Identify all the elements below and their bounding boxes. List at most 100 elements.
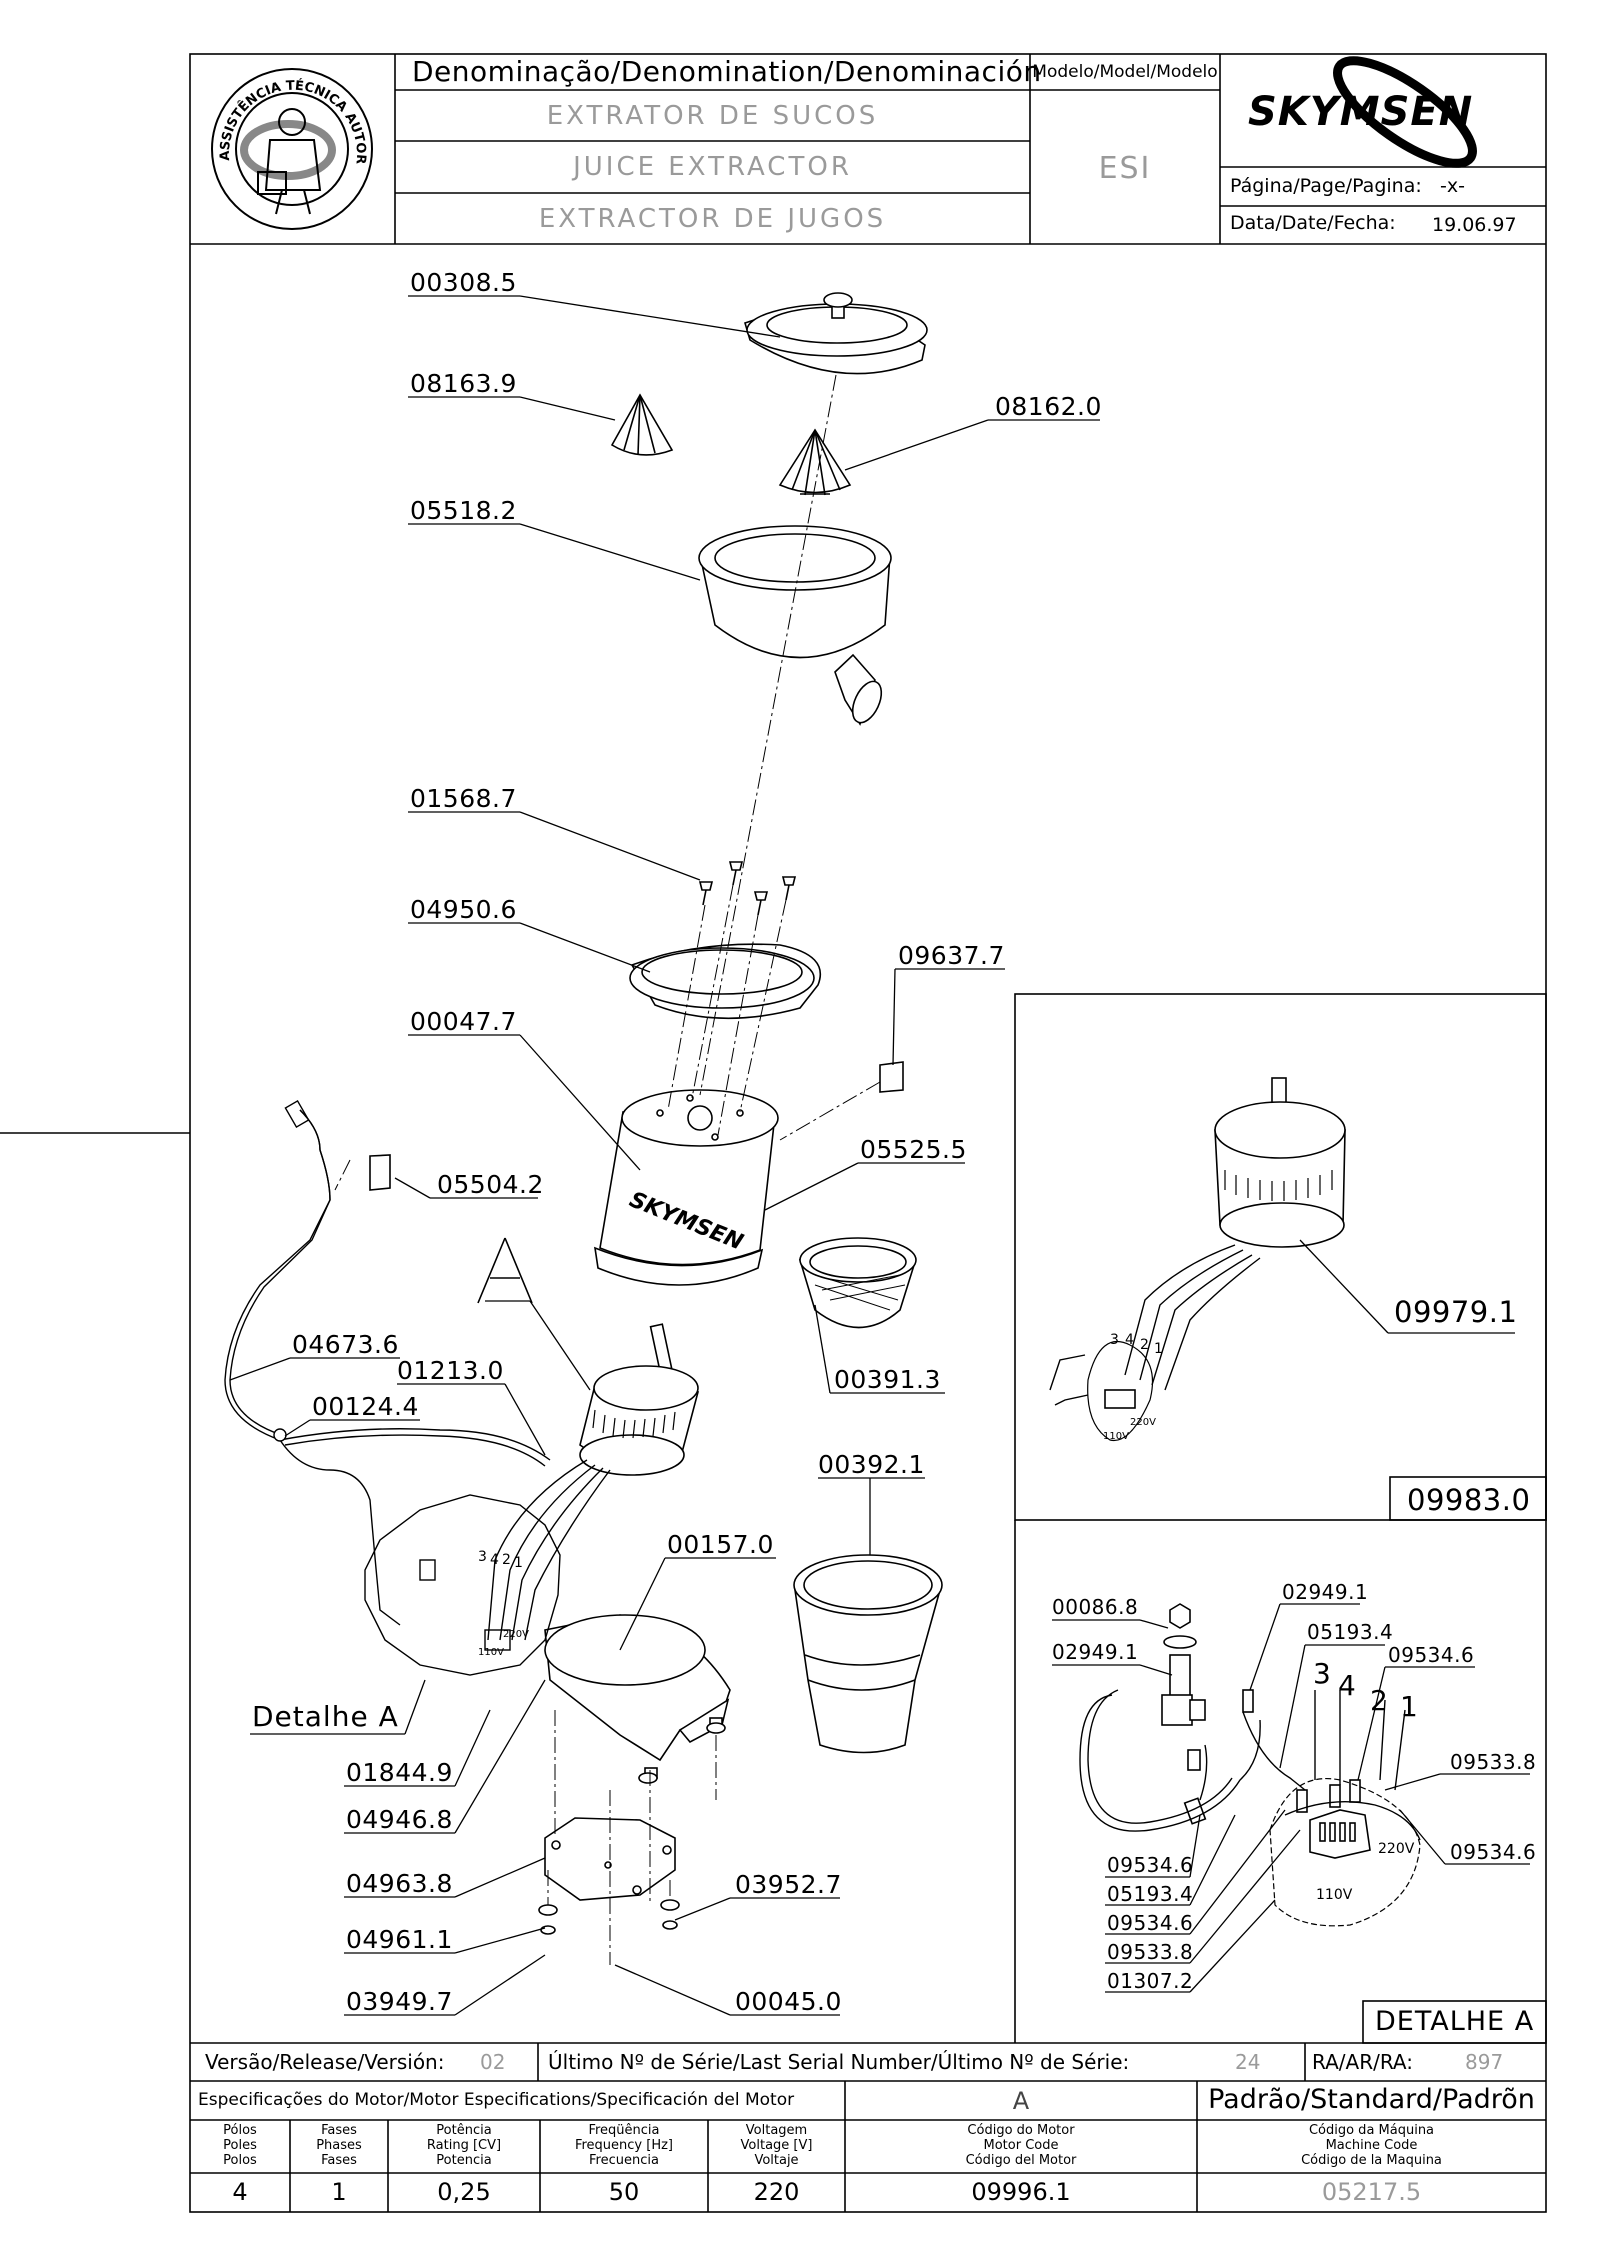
page-label: Página/Page/Pagina:	[1230, 175, 1422, 197]
part-label: 09637.7	[898, 941, 1005, 970]
detail-part-label: 05193.4	[1107, 1882, 1194, 1906]
detail-a-label: Detalhe A	[252, 1700, 399, 1733]
voltage-110-right: 110V	[1103, 1431, 1129, 1442]
part-label: 05525.5	[860, 1135, 967, 1164]
name-spanish: EXTRACTOR DE JUGOS	[538, 204, 887, 234]
part-label: 01213.0	[397, 1356, 504, 1385]
screws-drawing	[698, 861, 797, 916]
wire-number: 1	[1400, 1690, 1418, 1723]
wire-number: 4	[490, 1552, 499, 1568]
part-label: 03952.7	[735, 1870, 842, 1899]
spec-caption-voltage: Voltagem Voltage [V] Voltaje	[740, 2123, 813, 2168]
voltage-220-left: 220V	[503, 1629, 529, 1640]
detail-a-callout: A	[478, 1236, 531, 1314]
wire-number: 2	[502, 1552, 511, 1568]
spec-caption-poles: Pólos Poles Polos	[223, 2123, 257, 2168]
detail-part-label: 00086.8	[1052, 1595, 1139, 1619]
part-label: 03949.7	[346, 1987, 453, 2016]
detail-part-label: 02949.1	[1052, 1640, 1139, 1664]
wire-number: 3	[1313, 1657, 1331, 1690]
detail-motor-drawing	[1087, 1077, 1346, 1442]
brand-logo: SKYMSEN	[1248, 89, 1474, 135]
voltage-110-left: 110V	[478, 1647, 504, 1658]
motor-spec-label: Especificações do Motor/Motor Especifica…	[198, 2090, 795, 2110]
part-label: 00124.4	[312, 1392, 419, 1421]
name-english: JUICE EXTRACTOR	[573, 152, 852, 182]
spec-caption-machine-code: Código da Máquina Machine Code Código de…	[1301, 2123, 1442, 2168]
spec-caption-frequency: Freqüência Frequency [Hz] Frecuencia	[574, 2123, 674, 2168]
detail-a-circle	[364, 1494, 561, 1676]
model-value: ESI	[1098, 151, 1152, 186]
voltage-220-detail: 220V	[1378, 1841, 1415, 1857]
spec-value-poles: 4	[232, 2178, 248, 2206]
part-label: 08162.0	[995, 392, 1102, 421]
wire-number: 1	[514, 1555, 523, 1571]
part-label: 05504.2	[437, 1170, 544, 1199]
wire-number: 1	[1154, 1341, 1163, 1357]
part-label: 01844.9	[346, 1758, 453, 1787]
denomination-label: Denominação/Denomination/Denominación	[412, 55, 1042, 88]
spec-value-motor-code: 09996.1	[971, 2178, 1071, 2206]
standard-label: Padrão/Standard/Padrõn	[1208, 2084, 1535, 2115]
part-label: 05518.2	[410, 496, 517, 525]
skymsen-logo-ring	[1333, 56, 1477, 168]
part-label: 04963.8	[346, 1869, 453, 1898]
detail-part-label: 09534.6	[1107, 1853, 1194, 1877]
detail-part-label: 09534.6	[1107, 1911, 1194, 1935]
wire-number: 4	[1125, 1332, 1134, 1348]
date-label: Data/Date/Fecha:	[1230, 212, 1396, 234]
serial-value: 24	[1235, 2050, 1261, 2074]
detail-part-label: 02949.1	[1282, 1580, 1369, 1604]
spec-value-frequency: 50	[608, 2178, 640, 2206]
version-value: 02	[480, 2050, 506, 2074]
ra-label: RA/AR/RA:	[1312, 2050, 1413, 2074]
cord-label-drawing	[369, 1154, 391, 1191]
detail-part-label: 09534.6	[1450, 1840, 1537, 1864]
part-label: 04673.6	[292, 1330, 399, 1359]
part-label: 00308.5	[410, 268, 517, 297]
model-label: Modelo/Model/Modelo	[1032, 62, 1218, 82]
wire-number: 3	[478, 1549, 487, 1565]
spec-value-voltage: 220	[753, 2178, 800, 2206]
ring-plate-drawing	[629, 943, 822, 1020]
serial-label: Último Nº de Série/Last Serial Number/Úl…	[548, 2050, 1130, 2074]
part-label: 09983.0	[1407, 1483, 1531, 1517]
motor-drawing	[579, 1323, 700, 1476]
voltage-220-right: 220V	[1130, 1417, 1156, 1428]
sieve-basket-drawing	[798, 1237, 917, 1329]
housing-drawing: SKYMSEN	[594, 1089, 779, 1286]
spec-caption-rating: Potência Rating [CV] Potencia	[426, 2123, 502, 2168]
juice-cup-drawing	[793, 1554, 943, 1754]
lid-drawing	[744, 292, 928, 375]
wire-number: 2	[1140, 1337, 1149, 1353]
part-label: 01568.7	[410, 784, 517, 813]
bowl-drawing	[698, 525, 892, 726]
detail-part-label: 09533.8	[1107, 1940, 1194, 1964]
spec-value-machine-code: 05217.5	[1321, 2178, 1422, 2206]
part-label: 00157.0	[667, 1530, 774, 1559]
detail-part-label: 01307.2	[1107, 1969, 1194, 1993]
spec-value-phases: 1	[331, 2178, 347, 2206]
version-label: Versão/Release/Versión:	[205, 2050, 445, 2074]
part-label: 04961.1	[346, 1925, 453, 1954]
part-label: 09979.1	[1394, 1295, 1518, 1329]
wire-number: 3	[1110, 1332, 1119, 1348]
spec-caption-motor-code: Código do Motor Motor Code Código del Mo…	[965, 2123, 1077, 2168]
wire-number: 2	[1370, 1684, 1388, 1717]
base-drawing	[544, 1614, 731, 1779]
detail-a-box-title: DETALHE A	[1375, 2006, 1535, 2037]
power-cord	[224, 1109, 331, 1441]
feet-drawing	[538, 1722, 726, 1935]
part-label: 00391.3	[834, 1365, 941, 1394]
detail-part-label: 05193.4	[1307, 1620, 1394, 1644]
small-reamer-drawing	[610, 393, 674, 456]
part-label: 08163.9	[410, 369, 517, 398]
spec-caption-phases: Fases Phases Fases	[316, 2123, 362, 2168]
spec-value-rating: 0,25	[437, 2178, 491, 2206]
name-portuguese: EXTRATOR DE SUCOS	[546, 101, 879, 131]
detail-part-label: 09533.8	[1450, 1750, 1537, 1774]
authorized-service-badge	[211, 68, 373, 230]
ra-value: 897	[1465, 2050, 1504, 2074]
label-plate-drawing	[879, 1061, 904, 1093]
